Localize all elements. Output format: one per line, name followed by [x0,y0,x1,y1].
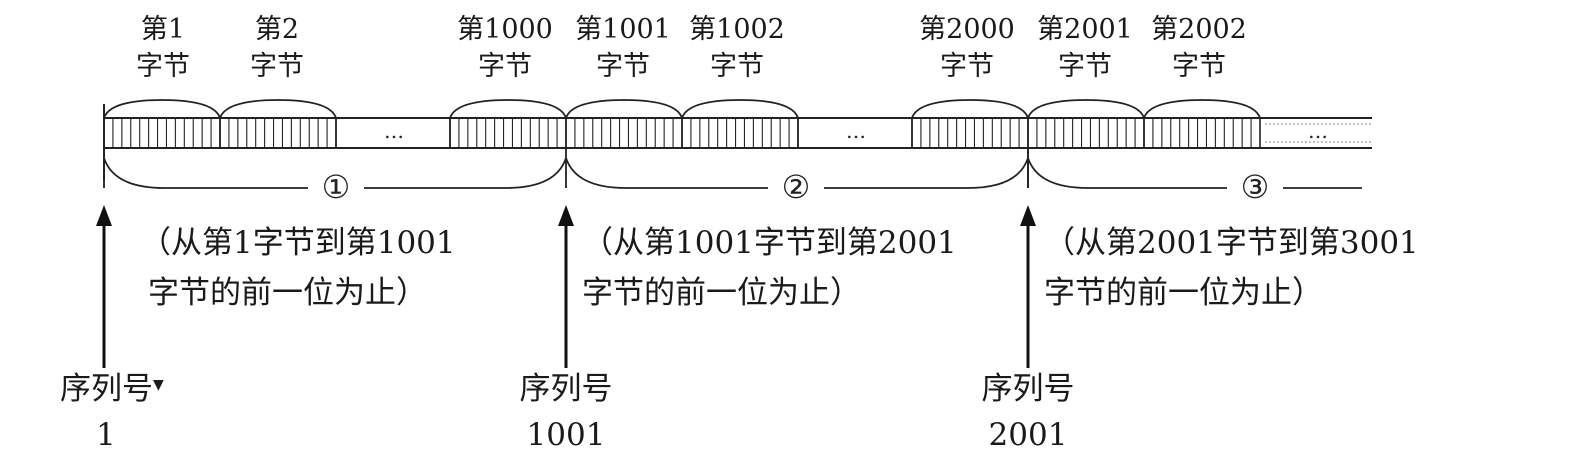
seq-label-1-text: 序列号▼ [40,366,200,412]
byte-label-2002-line1: 第2002 [1151,14,1247,45]
byte-arch [911,99,1029,119]
segment-marker-3: ③ [1241,168,1270,206]
byte-label-1: 第1 字节 [110,12,216,86]
byte-arch [449,99,567,119]
strip-ellipsis-1: … [384,119,404,143]
byte-cell-box [1143,117,1261,149]
seq-arrowhead-2 [558,205,574,226]
byte-arch [565,99,683,119]
byte-label-1001-line1: 第1001 [575,14,671,45]
segment-marker-1: ① [322,168,351,206]
byte-label-2001-line1: 第2001 [1037,14,1133,45]
segment-brace-left [103,157,308,189]
segment-desc-1: （从第1字节到第1001 字节的前一位为止） [140,218,456,318]
segment-braces [103,148,1362,189]
byte-label-2-line1: 第2 [254,14,300,45]
strip-ellipsis-2: … [846,119,866,143]
byte-label-1001: 第1001 字节 [570,12,676,86]
segment-brace-right [824,157,1029,189]
byte-label-1001-line2: 字节 [596,51,650,82]
byte-label-1002: 第1002 字节 [684,12,790,86]
byte-label-2: 第2 字节 [224,12,330,86]
seq-label-2: 序列号 1001 [496,366,636,458]
gap-cell-box [335,117,451,149]
segment-desc-2: （从第1001字节到第2001 字节的前一位为止） [582,218,957,318]
byte-arch [1027,99,1145,119]
byte-label-2000: 第2000 字节 [914,12,1020,86]
byte-label-2-line2: 字节 [250,51,304,82]
byte-label-2002: 第2002 字节 [1146,12,1252,86]
segment-brace-left [565,157,768,189]
segment-desc-3-line2: 字节的前一位为止） [1044,275,1323,311]
seq-label-2-title: 序列号 [519,371,613,407]
seq-label-1-value: 1 [96,417,116,453]
byte-arch [1143,99,1261,119]
byte-label-1002-line1: 第1002 [689,14,785,45]
gap-cell-box [797,117,913,149]
seq-arrowhead-3 [1020,205,1036,226]
byte-arch [103,99,221,119]
byte-label-1000-line2: 字节 [478,51,532,82]
byte-label-1000: 第1000 字节 [452,12,558,86]
byte-label-1-line2: 字节 [136,51,190,82]
segment-desc-3-line1: （从第2001字节到第3001 [1044,225,1419,261]
segment-desc-1-line2: 字节的前一位为止） [148,275,427,311]
byte-arch [219,99,337,119]
byte-label-1002-line2: 字节 [710,51,764,82]
segment-desc-2-line2: 字节的前一位为止） [582,275,861,311]
segment-brace-left [1027,157,1227,189]
seq-label-2-value: 1001 [526,417,606,453]
byte-cells [103,117,1261,149]
seq-label-3-value: 2001 [988,417,1068,453]
segment-desc-2-line1: （从第1001字节到第2001 [582,225,957,261]
seq-label-1: 序列号▼ 1 [40,366,200,458]
byte-arches [103,99,1261,119]
byte-arch [681,99,799,119]
seq-label-3-title: 序列号 [981,371,1075,407]
byte-label-2002-line2: 字节 [1172,51,1226,82]
byte-label-1-line1: 第1 [140,14,186,45]
byte-label-2001-line2: 字节 [1058,51,1112,82]
byte-label-1000-line1: 第1000 [457,14,553,45]
seq-label-1-mark: ▼ [153,377,164,393]
segment-desc-3: （从第2001字节到第3001 字节的前一位为止） [1044,218,1419,318]
seq-arrowhead-1 [96,205,112,226]
seq-label-1-title: 序列号 [60,371,153,407]
byte-label-2000-line2: 字节 [940,51,994,82]
segment-marker-2: ② [782,168,811,206]
byte-label-2000-line1: 第2000 [919,14,1015,45]
byte-label-2001: 第2001 字节 [1032,12,1138,86]
segment-brace-right [364,157,567,189]
segment-desc-1-line1: （从第1字节到第1001 [140,225,456,261]
strip-ellipsis-3: … [1308,119,1328,143]
seq-label-3: 序列号 2001 [958,366,1098,458]
